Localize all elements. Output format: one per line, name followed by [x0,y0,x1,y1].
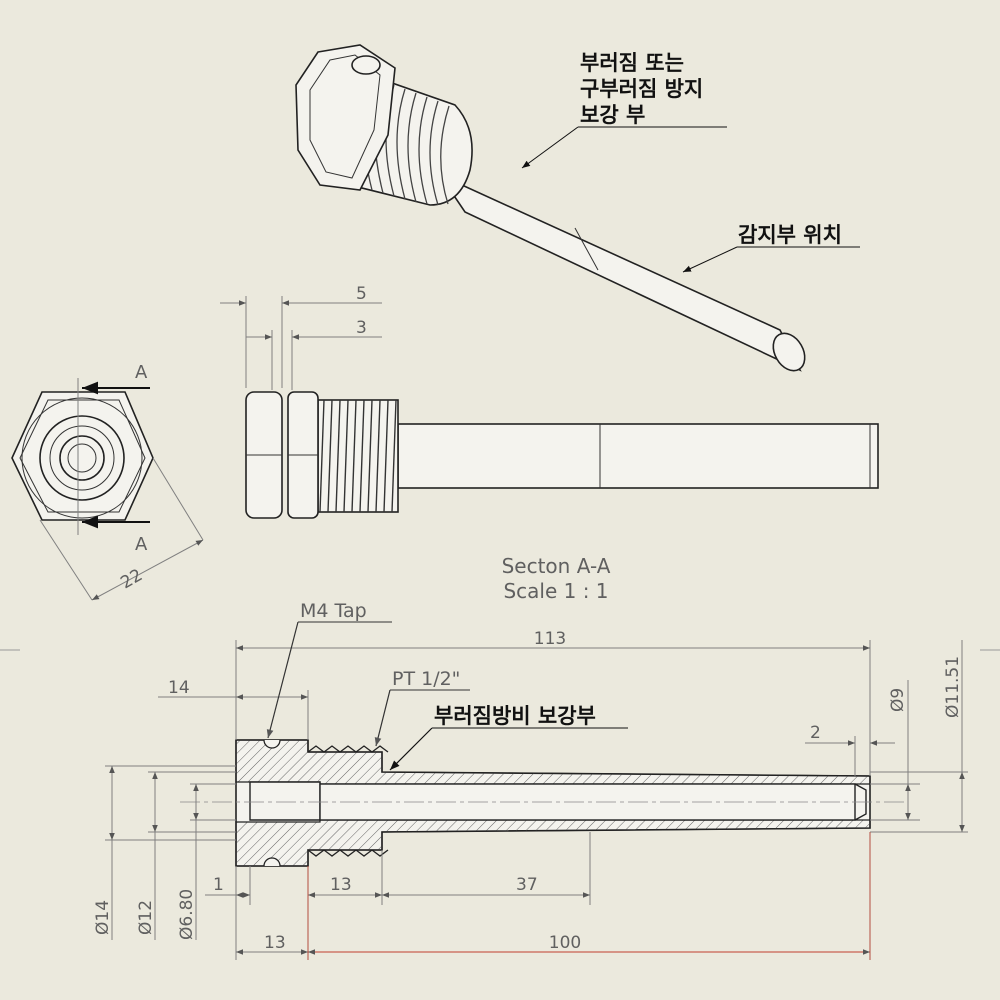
callout-m4-tap: M4 Tap [300,600,367,622]
iso-probe-tip [772,332,806,372]
section-view [235,739,871,867]
dim-5: 5 [356,284,367,304]
iso-hex-nut [295,44,396,191]
dim-dia12: Ø12 [136,900,156,935]
dim-dia6-80: Ø6.80 [177,889,197,940]
note-reinforce-line1: 부러짐 또는 [580,51,684,75]
section-label-top: A [135,362,148,383]
dim-100: 100 [549,933,581,953]
isometric-view [295,44,806,372]
note-reinforce-line2: 구부러짐 방지 [580,77,703,101]
note-reinforce-line3: 보강 부 [580,103,645,127]
dim-dia9: Ø9 [888,688,908,712]
side-view [245,391,879,519]
dim-13-thread: 13 [330,875,352,895]
iso-probe-tube [437,173,802,372]
dim-22: 22 [117,565,146,593]
dim-dia14: Ø14 [93,900,113,935]
dim-3: 3 [356,318,367,338]
dim-dia11-51: Ø11.51 [943,656,963,718]
dim-14: 14 [168,678,190,698]
iso-tap-hole [351,55,381,75]
note-reinforce-section: 부러짐방비 보강부 [434,704,596,728]
dim-113: 113 [534,629,566,649]
note-sensor-position: 감지부 위치 [738,223,842,247]
dim-1: 1 [213,875,224,895]
dim-37: 37 [516,875,538,895]
iso-sensor-band [574,227,599,271]
section-scale: Scale 1 : 1 [503,579,608,603]
dim-13-head: 13 [264,933,286,953]
section-title: Secton A-A [502,554,611,578]
dim-2: 2 [810,723,821,743]
side-probe-tube [397,423,879,489]
callout-pt-thread: PT 1/2" [392,668,460,690]
end-view-hex [11,391,154,521]
section-label-bottom: A [135,534,148,555]
